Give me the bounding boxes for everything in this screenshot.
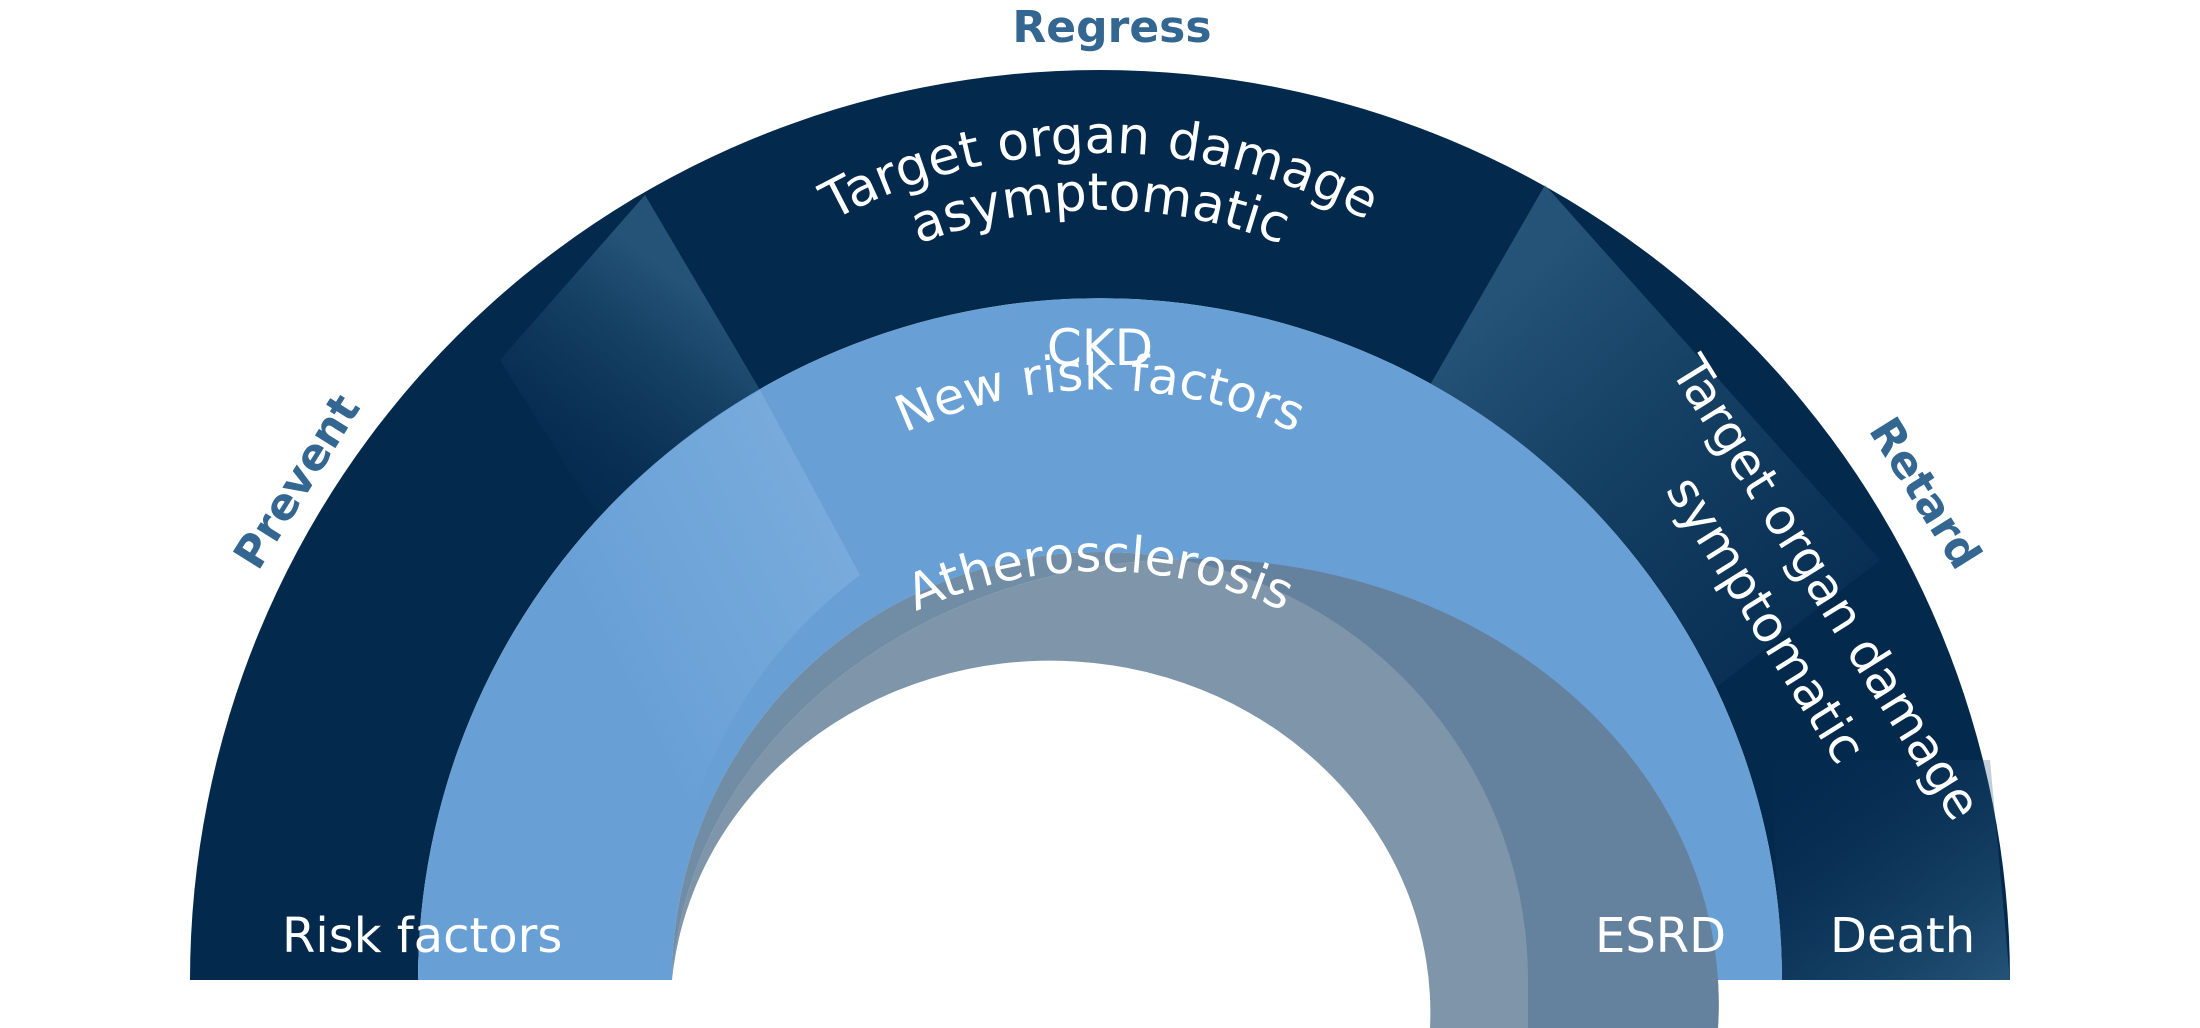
outer-band-highlight-death (1770, 760, 2010, 980)
inner-band-upper (672, 552, 1719, 1028)
outer-band-highlight-right (1430, 185, 1880, 700)
middle-band-highlight (418, 390, 860, 980)
middle-right-base-label: ESRD (1595, 908, 1726, 964)
middle-line1: CKD (1047, 319, 1153, 377)
outer-left-base-label: Risk factors (282, 908, 562, 964)
outer-right-base-label: Death (1830, 908, 1975, 964)
stage-label-regress: Regress (1012, 2, 1211, 53)
